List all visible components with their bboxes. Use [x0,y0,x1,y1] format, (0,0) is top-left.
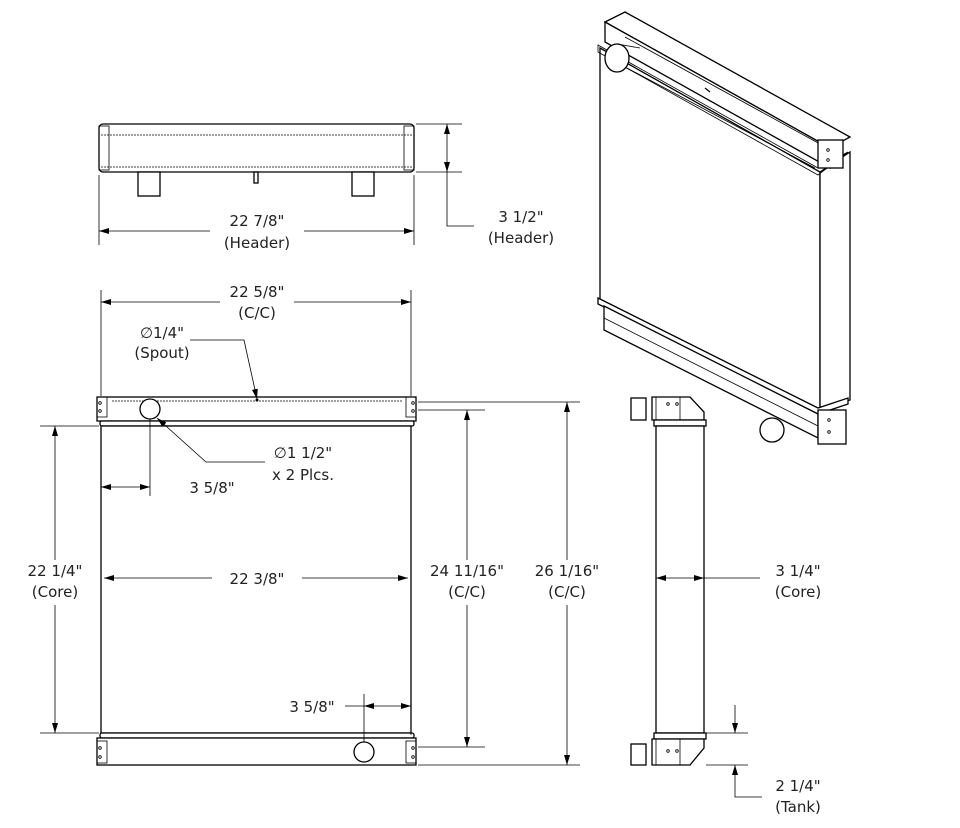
cc-height-2-dimension: 26 1/16" (C/C) [418,401,599,766]
core-height-note: (Core) [32,583,78,601]
tank-label: 2 1/4" [775,777,820,795]
cc-height-2-label: 26 1/16" [535,562,599,580]
cc-width-dimension: 22 5/8" (C/C) [100,283,412,396]
inlet-pipe [137,171,161,197]
inlet-offset-top-label: 3 5/8" [189,479,234,497]
spout-label: ∅1/4" [140,324,184,342]
inlet-offset-top-dimension: 3 5/8" [101,419,235,497]
cc-width-label: 22 5/8" [230,283,285,301]
cc-height-1-note: (C/C) [448,583,486,601]
outlet-pipe [351,171,375,197]
tank-dimension: 2 1/4" (Tank) [706,705,821,816]
header-height-dimension: 3 1/2" (Header) [416,123,554,247]
core-height-dimension: 22 1/4" (Core) [28,425,99,734]
iso-inlet [604,43,630,73]
core-depth-note: (Core) [775,583,821,601]
front-view [96,396,417,766]
inlet-offset-bottom-dimension: 3 5/8" [289,694,412,742]
cc-width-note: (C/C) [238,304,276,322]
header-width-label: 22 7/8" [230,212,285,230]
core-width-label: 22 3/8" [230,570,285,588]
inlet-port [139,398,161,420]
inlet-callout: ∅1 1/2" x 2 Plcs. [156,417,334,484]
cc-height-1-label: 24 11/16" [430,562,504,580]
header-top-view [98,123,415,197]
inlet-offset-bottom-label: 3 5/8" [289,698,334,716]
isometric-view [597,11,852,445]
spout-note: (Spout) [134,344,189,362]
cc-height-1-dimension: 24 11/16" (C/C) [418,409,504,748]
core-depth-dimension: 3 1/4" (Core) [656,562,821,601]
core [100,425,412,734]
inlet-label: ∅1 1/2" [274,444,332,462]
side-view [630,396,707,766]
spout [253,171,259,184]
core-height-label: 22 1/4" [28,562,83,580]
cc-height-2-note: (C/C) [548,583,586,601]
tank-note: (Tank) [775,798,821,816]
header-height-label: 3 1/2" [498,208,543,226]
iso-outlet [759,417,785,443]
outlet-port [353,741,375,763]
header-height-note: (Header) [488,229,554,247]
side-core [655,425,705,734]
core-width-dimension: 22 3/8" [104,570,408,588]
core-depth-label: 3 1/4" [775,562,820,580]
header-width-note: (Header) [224,234,290,252]
spout-callout: ∅1/4" (Spout) [134,324,258,400]
header-width-dimension: 22 7/8" (Header) [98,175,415,252]
inlet-note: x 2 Plcs. [272,466,334,484]
